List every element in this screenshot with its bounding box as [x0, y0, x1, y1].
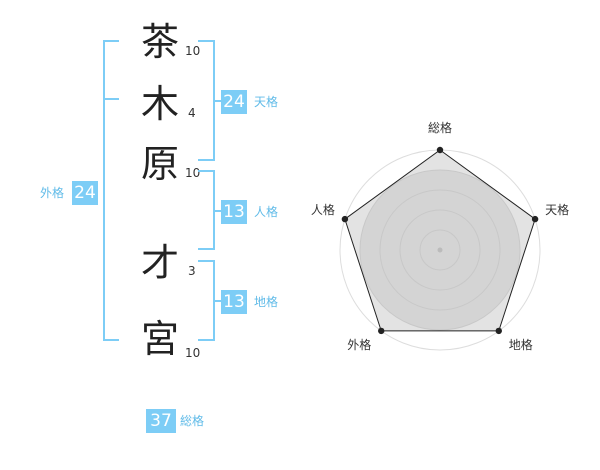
stroke-count-4: 3 [188, 264, 196, 278]
radar-outline [344, 149, 536, 332]
radar-axis-label-1: 総格 [428, 120, 452, 135]
name-char-2: 木 [140, 82, 179, 126]
name-char-1: 茶 [140, 20, 179, 64]
name-char-4: 才 [140, 241, 179, 285]
radar-axis-label-3: 地格 [509, 337, 533, 352]
jinkaku-connector [213, 210, 222, 212]
radar-point-3 [495, 327, 502, 335]
gaikaku-label: 外格 [40, 186, 65, 200]
name-char-3: 原 [140, 142, 179, 186]
jinkaku-value: 13 [221, 200, 247, 224]
radar-axis-label-5: 人格 [311, 202, 335, 217]
radar-axis-label-4: 外格 [347, 337, 371, 352]
gaikaku-bracket [103, 40, 119, 341]
radar-point-5 [341, 215, 349, 223]
chikaku-label: 地格 [254, 295, 279, 309]
soukaku-value: 37 [146, 409, 176, 433]
radar-point-2 [531, 215, 539, 223]
tenkaku-label: 天格 [254, 95, 279, 109]
name-char-5: 宮 [140, 317, 179, 361]
stroke-count-1: 10 [185, 44, 201, 58]
radar-axis-label-2: 天格 [545, 202, 569, 217]
stroke-count-2: 4 [188, 106, 196, 120]
jinkaku-label: 人格 [254, 205, 279, 219]
gaikaku-bracket-tick [103, 98, 119, 100]
radar-point-1 [436, 146, 444, 154]
stroke-count-5: 10 [185, 346, 201, 360]
stroke-count-3: 10 [185, 166, 201, 180]
tenkaku-connector [213, 100, 222, 102]
soukaku-label: 総格 [180, 414, 205, 428]
chikaku-connector [213, 300, 222, 302]
radar-point-4 [378, 327, 385, 335]
chikaku-value: 13 [221, 290, 247, 314]
tenkaku-value: 24 [221, 90, 247, 114]
radar-center-dot [437, 247, 443, 253]
gaikaku-value: 24 [72, 181, 98, 205]
